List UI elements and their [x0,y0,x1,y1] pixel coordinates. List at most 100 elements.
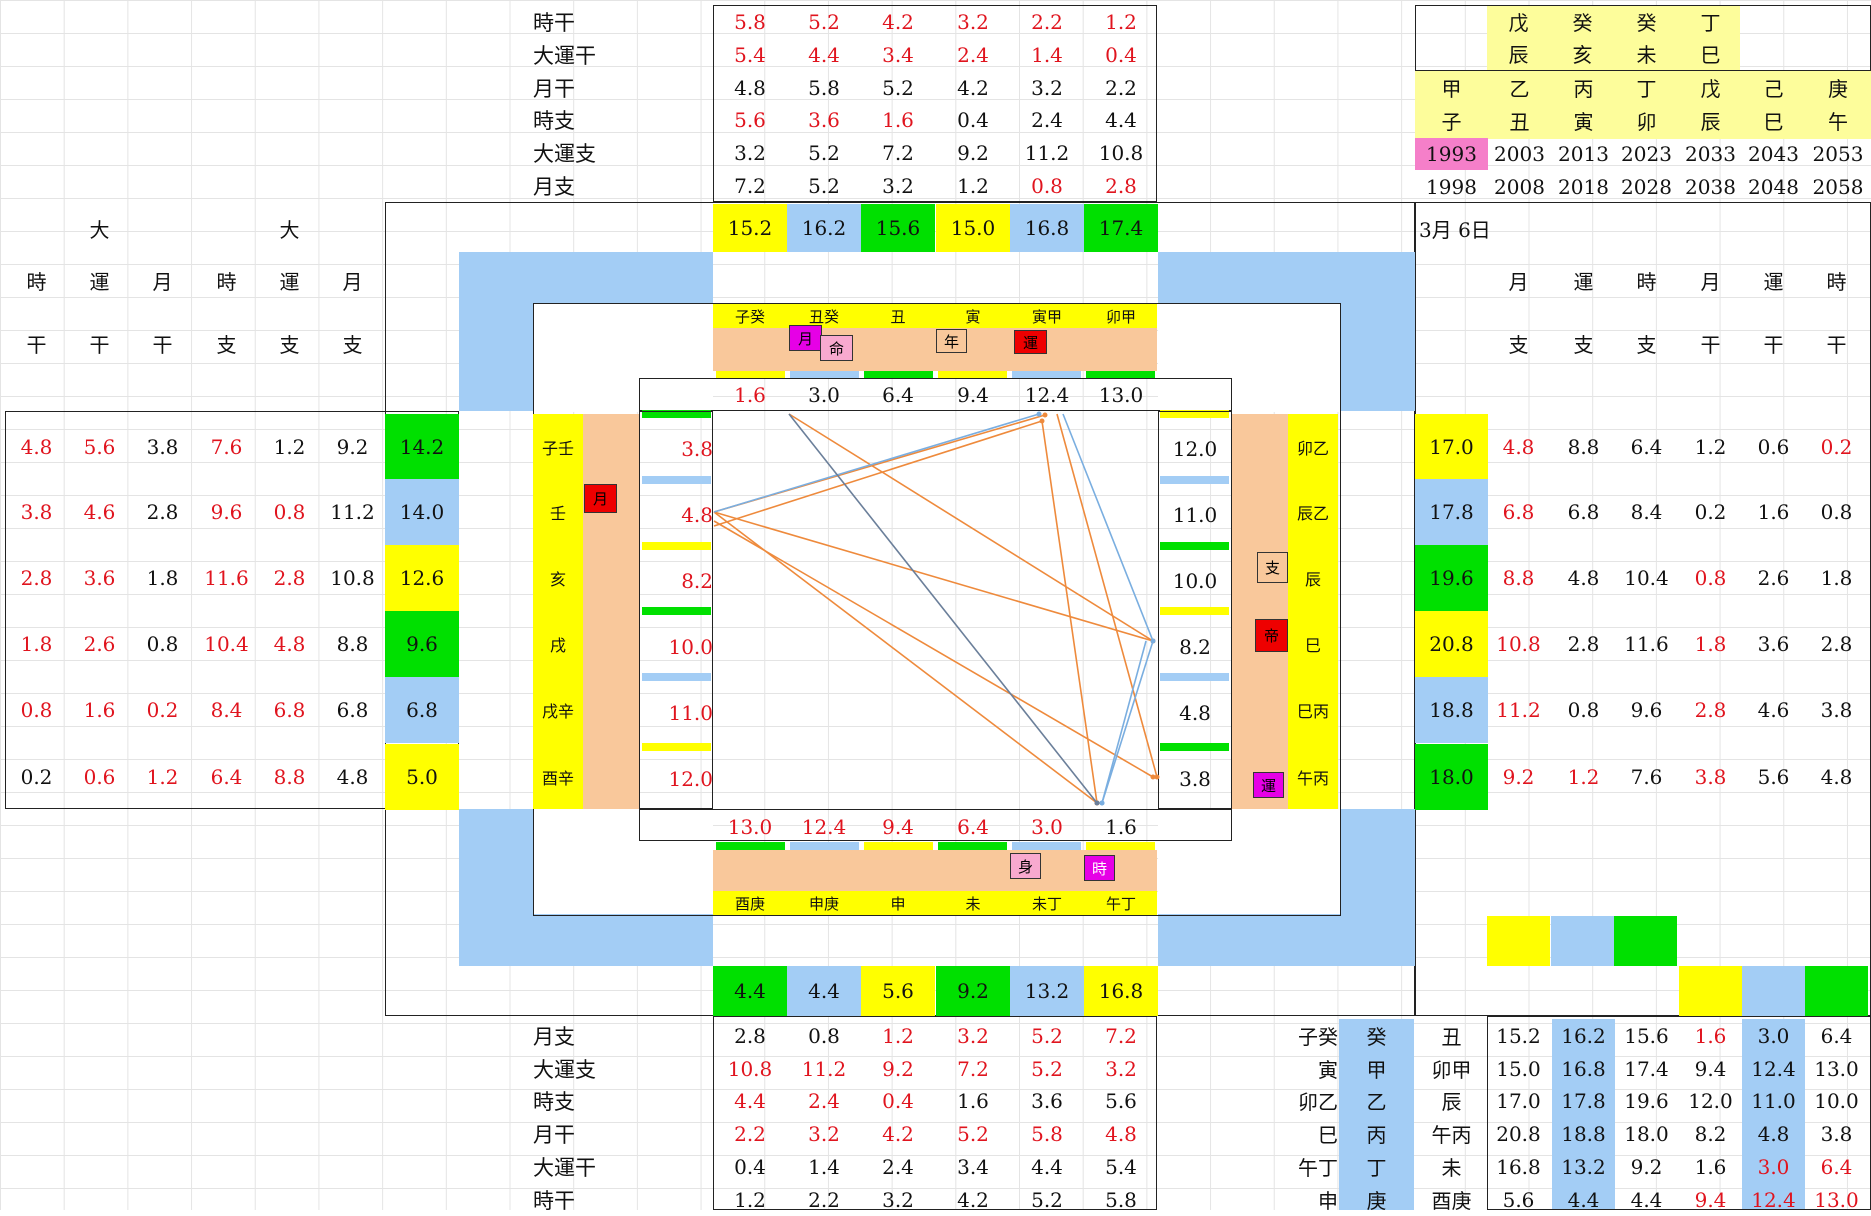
total-cell[interactable]: 12.6 [385,545,459,611]
stem-cell[interactable]: 丁 [1636,77,1657,101]
value-cell[interactable]: 2.4 [1031,107,1063,132]
value-cell[interactable]: 3.2 [1031,75,1063,100]
header-cell[interactable]: 運 [1763,269,1784,294]
inner-value[interactable]: 4.8 [681,502,713,527]
branch-cell[interactable]: 卯 [1636,110,1657,134]
value-cell[interactable]: 11.6 [1624,632,1669,656]
value-cell[interactable]: 4.8 [1820,765,1853,789]
value-cell[interactable]: 5.2 [1031,1187,1063,1212]
year-cell[interactable]: 2023 [1621,142,1672,166]
stem-cell[interactable]: 庚 [1828,77,1848,101]
total-cell[interactable]: 18.0 [1415,744,1488,810]
total-cell[interactable]: 20.8 [1415,611,1488,677]
value-cell[interactable]: 11.2 [330,500,375,524]
inner-value[interactable]: 1.6 [734,383,766,407]
branch-label[interactable]: 酉辛 [541,769,574,788]
branch-cell[interactable]: 卯乙 [1298,1090,1338,1114]
branch-cell[interactable]: 丑 [1509,110,1530,134]
value-cell[interactable]: 5.4 [734,42,766,67]
branch-label[interactable]: 未丁 [1031,894,1062,913]
value-cell[interactable]: 13.0 [1814,1056,1859,1081]
value-cell[interactable]: 6.8 [336,698,369,722]
value-cell[interactable]: 5.6 [1105,1088,1137,1113]
value-cell[interactable]: 4.4 [1630,1187,1663,1212]
value-cell[interactable]: 4.4 [808,42,840,67]
year-cell[interactable]: 2033 [1685,142,1736,166]
value-cell[interactable]: 3.4 [882,42,914,67]
value-cell[interactable]: 1.2 [882,1023,914,1048]
branch-cell[interactable]: 寅 [1318,1058,1338,1082]
branch-cell[interactable]: 子癸 [1298,1025,1338,1049]
branch-label[interactable]: 辰 [1304,570,1321,589]
row-label[interactable]: 月支 [533,1024,575,1049]
value-cell[interactable]: 6.8 [1567,500,1600,524]
value-cell[interactable]: 10.8 [727,1056,773,1081]
value-cell[interactable]: 0.8 [1820,500,1853,524]
value-cell[interactable]: 5.8 [808,75,840,100]
value-cell[interactable]: 4.8 [20,435,53,459]
header-cell[interactable]: 支 [216,332,237,357]
inner-value[interactable]: 6.4 [882,383,914,407]
header-cell[interactable]: 干 [152,332,173,357]
value-cell[interactable]: 3.2 [734,140,766,165]
header-cell[interactable]: 月 [152,269,173,294]
value-cell[interactable]: 3.6 [1757,632,1790,656]
total-cell[interactable]: 6.8 [385,677,459,743]
branch-cell[interactable]: 辰 [1700,110,1721,134]
value-cell[interactable]: 7.6 [210,435,243,459]
value-cell[interactable]: 2.8 [1567,632,1600,656]
value-cell[interactable]: 5.8 [734,9,766,34]
value-cell[interactable]: 3.2 [957,9,989,34]
inner-value[interactable]: 1.6 [1105,815,1137,839]
value-cell[interactable]: 5.8 [1105,1187,1137,1212]
value-cell[interactable]: 1.6 [1757,500,1790,524]
value-cell[interactable]: 3.0 [1757,1154,1790,1179]
value-cell[interactable]: 1.6 [957,1088,989,1113]
year-cell[interactable]: 2048 [1748,175,1799,199]
value-cell[interactable]: 16.2 [1561,1023,1606,1048]
value-cell[interactable]: 7.2 [734,173,766,198]
header-cell[interactable]: 支 [342,332,363,357]
total-cell[interactable]: 16.8 [1010,204,1084,252]
header-cell[interactable]: 干 [1826,332,1847,357]
value-cell[interactable]: 5.2 [957,1121,989,1146]
value-cell[interactable]: 4.4 [1567,1187,1600,1212]
value-cell[interactable]: 0.4 [1105,42,1137,67]
value-cell[interactable]: 2.8 [273,566,306,590]
row-label[interactable]: 月干 [533,76,575,101]
value-cell[interactable]: 9.6 [210,500,243,524]
branch-label[interactable]: 午丙 [1296,769,1329,788]
branch-cell[interactable]: 卯甲 [1431,1058,1472,1082]
header-cell[interactable]: 大 [89,217,110,242]
value-cell[interactable]: 0.4 [882,1088,914,1113]
value-cell[interactable]: 7.2 [882,140,914,165]
year-cell[interactable]: 2018 [1558,175,1609,199]
value-cell[interactable]: 13.2 [1561,1154,1606,1179]
value-cell[interactable]: 11.0 [1751,1088,1796,1113]
value-cell[interactable]: 5.8 [1031,1121,1063,1146]
value-cell[interactable]: 2.8 [1820,632,1853,656]
value-cell[interactable]: 0.8 [1694,566,1727,590]
value-cell[interactable]: 0.8 [808,1023,840,1048]
branch-cell[interactable]: 未 [1441,1156,1462,1180]
total-cell[interactable]: 18.8 [1415,677,1488,743]
value-cell[interactable]: 3.8 [1694,765,1727,789]
header-cell[interactable]: 支 [1573,332,1594,357]
total-cell[interactable]: 5.6 [861,966,935,1016]
value-cell[interactable]: 11.6 [204,566,249,590]
value-cell[interactable]: 0.8 [273,500,306,524]
value-cell[interactable]: 2.2 [1031,9,1063,34]
value-cell[interactable]: 4.4 [1105,107,1137,132]
value-cell[interactable]: 5.6 [83,435,116,459]
value-cell[interactable]: 10.4 [1624,566,1669,590]
stem-cell[interactable]: 己 [1763,77,1784,101]
value-cell[interactable]: 0.2 [146,698,179,722]
branch-cell[interactable]: 巳 [1700,42,1721,67]
branch-cell[interactable]: 午 [1828,110,1848,134]
inner-value[interactable]: 8.2 [1179,634,1211,659]
total-cell[interactable]: 4.4 [713,966,787,1016]
row-label[interactable]: 大運支 [533,141,596,166]
value-cell[interactable]: 1.2 [273,435,306,459]
value-cell[interactable]: 7.2 [957,1056,989,1081]
value-cell[interactable]: 1.8 [20,632,53,656]
